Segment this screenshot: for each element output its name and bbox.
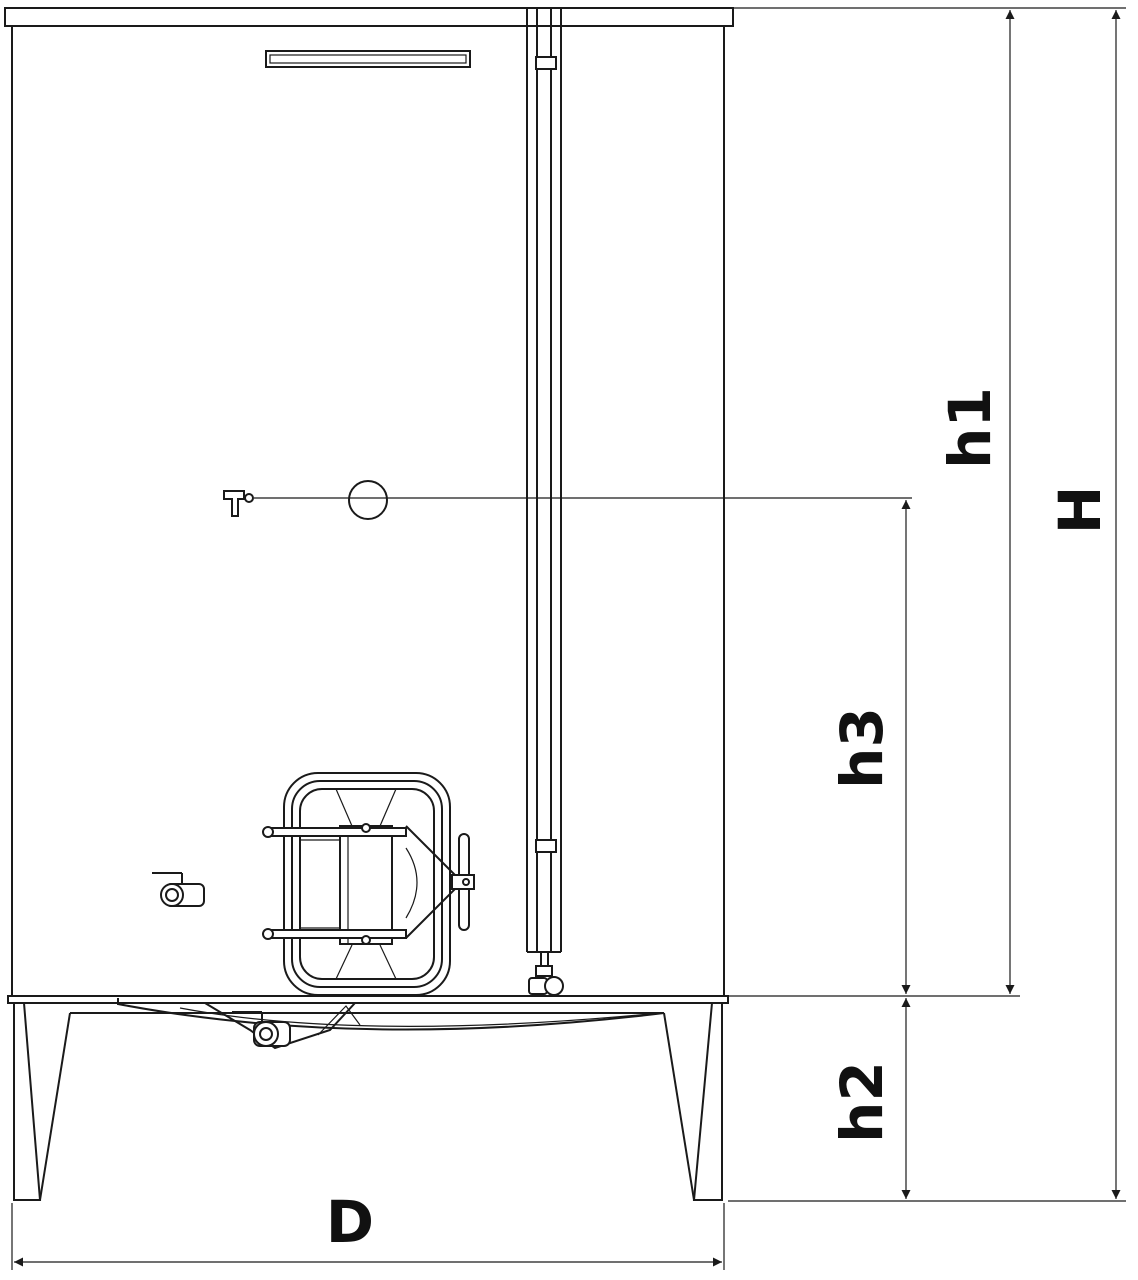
manway-door: [262, 772, 475, 996]
thermometer-port: [348, 480, 388, 520]
side-ball-valve: [152, 872, 205, 907]
label-h2: h2: [828, 1061, 896, 1143]
tank-body: [4, 7, 734, 1004]
level-gauge-tube: [526, 8, 564, 996]
label-H: H: [1046, 486, 1114, 535]
tank-legs: [13, 998, 723, 1201]
bottom-drain-valve: [204, 1002, 361, 1050]
label-h1: h1: [936, 387, 1004, 469]
label-h3: h3: [828, 707, 896, 789]
dimension-lines: [11, 7, 1126, 1270]
name-plate: [265, 50, 471, 68]
label-D: D: [326, 1188, 374, 1256]
sample-tap: [223, 490, 254, 517]
